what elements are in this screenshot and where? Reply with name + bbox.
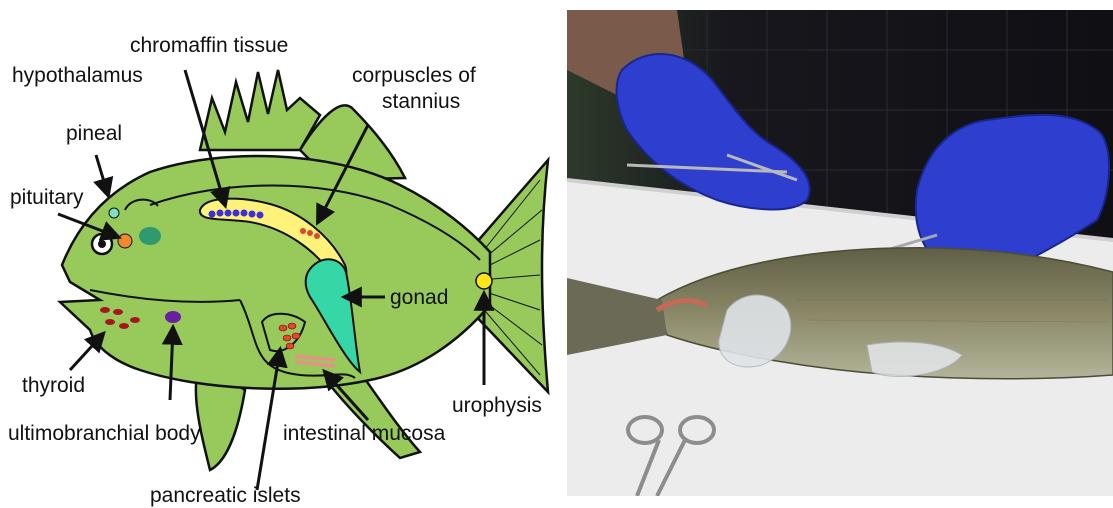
label-hypothalamus: hypothalamus <box>12 64 143 87</box>
label-corpuscles-line1: corpuscles of <box>352 64 476 87</box>
label-intestinal-mucosa: intestinal mucosa <box>283 422 446 445</box>
label-thyroid: thyroid <box>22 374 85 397</box>
label-urophysis: urophysis <box>452 394 542 417</box>
label-gonad: gonad <box>390 286 448 309</box>
fish-body <box>60 156 490 389</box>
eye-pupil <box>98 240 106 248</box>
label-pineal: pineal <box>66 122 122 145</box>
pituitary-gland <box>118 234 132 248</box>
dissection-photo <box>567 10 1113 496</box>
urophysis-gland <box>476 273 492 289</box>
hypothalamus-region <box>139 227 161 245</box>
label-ultimobranchial-body: ultimobranchial body <box>8 422 201 445</box>
ultimobranchial-gland <box>165 311 181 323</box>
dorsal-fin <box>200 70 320 150</box>
label-pituitary: pituitary <box>10 186 84 209</box>
pineal-gland <box>109 208 119 218</box>
label-chromaffin-tissue: chromaffin tissue <box>130 34 288 57</box>
fish-endocrine-diagram: chromaffin tissue hypothalamus corpuscle… <box>0 0 560 508</box>
label-corpuscles-line2: stannius <box>382 90 460 113</box>
label-pancreatic-islets: pancreatic islets <box>150 484 301 507</box>
